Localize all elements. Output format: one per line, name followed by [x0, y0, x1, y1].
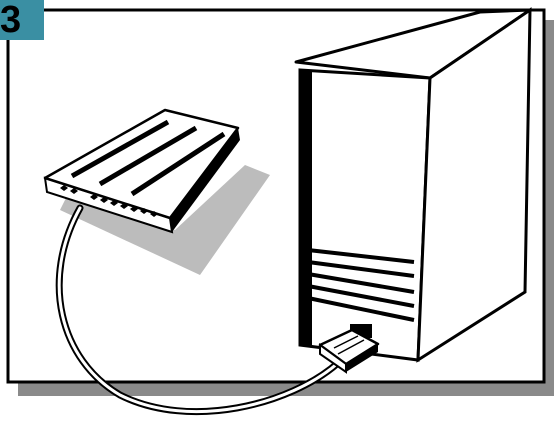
tower-computer-icon: [296, 10, 530, 360]
step-number-badge: 3: [0, 0, 44, 40]
